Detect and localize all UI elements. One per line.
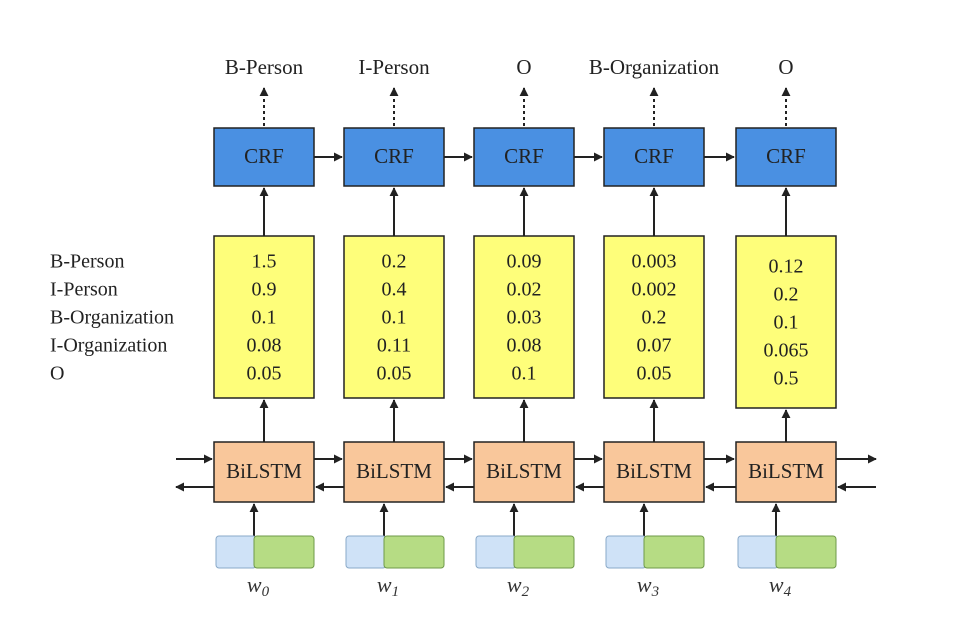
output-tag-2: O <box>516 55 531 79</box>
score-value-2-1: 0.02 <box>507 279 542 301</box>
score-value-4-3: 0.065 <box>764 340 809 362</box>
crf-label-4: CRF <box>766 144 806 168</box>
embedding-right-3 <box>643 535 705 569</box>
crf-box-4 <box>735 127 837 187</box>
crf-label-1: CRF <box>374 144 414 168</box>
score-value-4-4: 0.5 <box>774 368 799 390</box>
score-value-1-2: 0.1 <box>382 307 407 329</box>
tag-label-1: I-Person <box>50 279 118 301</box>
score-value-1-1: 0.4 <box>382 279 407 301</box>
bilstm-box-0 <box>213 441 315 503</box>
word-base-3: w <box>637 572 652 597</box>
output-tag-3: B-Organization <box>589 55 720 79</box>
score-value-2-3: 0.08 <box>507 335 542 357</box>
crf-label-2: CRF <box>504 144 544 168</box>
bilstm-label-0: BiLSTM <box>226 459 302 483</box>
score-box-1 <box>343 235 445 399</box>
score-value-0-3: 0.08 <box>247 335 282 357</box>
bilstm-box-3 <box>603 441 705 503</box>
word-subscript-2: 2 <box>522 584 530 600</box>
word-label-2: w2 <box>507 572 530 600</box>
score-value-3-2: 0.2 <box>642 307 667 329</box>
crf-box-1 <box>343 127 445 187</box>
bilstm-label-2: BiLSTM <box>486 459 562 483</box>
embedding-left-1 <box>345 535 387 569</box>
embedding-right-4 <box>775 535 837 569</box>
tag-label-4: O <box>50 363 64 385</box>
tag-label-3: I-Organization <box>50 335 167 357</box>
word-label-1: w1 <box>377 572 399 600</box>
score-value-3-0: 0.003 <box>632 251 677 273</box>
embedding-right-2 <box>513 535 575 569</box>
tag-label-2: B-Organization <box>50 307 174 329</box>
score-value-1-0: 0.2 <box>382 251 407 273</box>
output-tag-0: B-Person <box>225 55 304 79</box>
score-value-4-2: 0.1 <box>774 312 799 334</box>
word-label-3: w3 <box>637 572 659 600</box>
embedding-right-1 <box>383 535 445 569</box>
score-box-3 <box>603 235 705 399</box>
word-label-0: w0 <box>247 572 270 600</box>
word-subscript-3: 3 <box>651 584 660 600</box>
word-base-0: w <box>247 572 262 597</box>
score-box-0 <box>213 235 315 399</box>
score-value-0-0: 1.5 <box>252 251 277 273</box>
embedding-right-0 <box>253 535 315 569</box>
score-value-2-0: 0.09 <box>507 251 542 273</box>
embedding-left-3 <box>605 535 647 569</box>
score-box-4 <box>735 235 837 409</box>
crf-label-0: CRF <box>244 144 284 168</box>
output-tag-1: I-Person <box>358 55 430 79</box>
score-value-4-1: 0.2 <box>774 284 799 306</box>
word-base-4: w <box>769 572 784 597</box>
score-box-2 <box>473 235 575 399</box>
box-layer <box>213 127 837 569</box>
bilstm-label-4: BiLSTM <box>748 459 824 483</box>
word-subscript-4: 4 <box>784 584 792 600</box>
score-value-0-4: 0.05 <box>247 363 282 385</box>
word-label-4: w4 <box>769 572 792 600</box>
text-layer: B-PersonCRF1.50.90.10.080.05BiLSTMw0I-Pe… <box>50 55 824 601</box>
tag-label-0: B-Person <box>50 251 124 273</box>
score-value-3-3: 0.07 <box>637 335 672 357</box>
crf-box-0 <box>213 127 315 187</box>
score-value-0-2: 0.1 <box>252 307 277 329</box>
score-value-2-2: 0.03 <box>507 307 542 329</box>
word-subscript-1: 1 <box>392 584 400 600</box>
bilstm-box-4 <box>735 441 837 503</box>
bilstm-label-3: BiLSTM <box>616 459 692 483</box>
embedding-left-4 <box>737 535 779 569</box>
crf-label-3: CRF <box>634 144 674 168</box>
score-value-3-1: 0.002 <box>632 279 677 301</box>
crf-box-2 <box>473 127 575 187</box>
output-tag-4: O <box>778 55 793 79</box>
embedding-left-0 <box>215 535 257 569</box>
crf-box-3 <box>603 127 705 187</box>
score-value-2-4: 0.1 <box>512 363 537 385</box>
word-subscript-0: 0 <box>262 584 270 600</box>
score-value-4-0: 0.12 <box>769 256 804 278</box>
score-value-3-4: 0.05 <box>637 363 672 385</box>
score-value-1-3: 0.11 <box>377 335 411 357</box>
word-base-1: w <box>377 572 392 597</box>
bilstm-box-1 <box>343 441 445 503</box>
embedding-left-2 <box>475 535 517 569</box>
score-value-1-4: 0.05 <box>377 363 412 385</box>
bilstm-box-2 <box>473 441 575 503</box>
bilstm-label-1: BiLSTM <box>356 459 432 483</box>
word-base-2: w <box>507 572 522 597</box>
score-value-0-1: 0.9 <box>252 279 277 301</box>
